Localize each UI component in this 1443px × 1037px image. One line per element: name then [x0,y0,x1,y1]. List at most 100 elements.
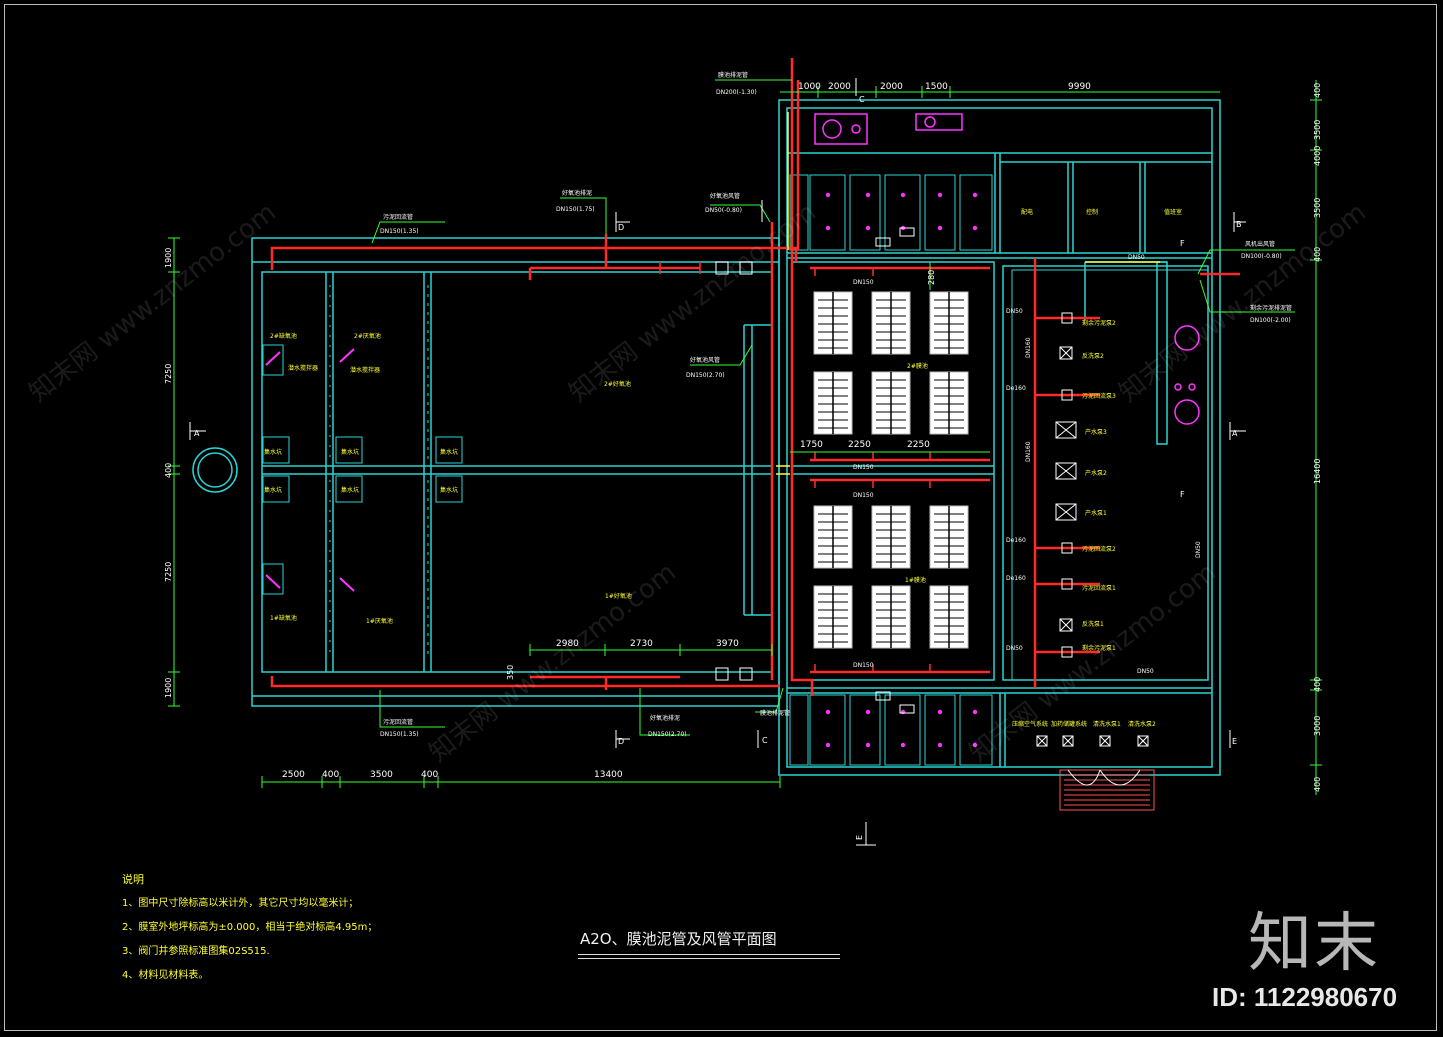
dim-left-2: 7250 [164,364,173,384]
pipe-dn50-4: DN50 [1006,645,1023,652]
pipe-dn160-1: DN160 [1025,337,1032,358]
dim-bottom-1: 2500 [282,770,305,780]
sec-a-left: A [194,429,200,438]
dim-mid-2: 2250 [848,440,871,450]
sec-c-top: C [859,95,865,104]
note-3: 3、阀门井参照标准图集02S515. [122,946,270,957]
pipe-dn50-2: DN50 [1137,668,1154,675]
brand-logo: 知末 [1248,907,1380,981]
equip-5: 产水泵2 [1085,469,1107,477]
section-marks [189,78,1246,846]
dim-bottom-3: 3500 [370,770,393,780]
pipe-dn150-4: DN150 [853,662,874,669]
dim-right-1: 400 [1313,83,1322,98]
equip-7: 污泥回流泵2 [1082,545,1116,553]
notes-heading: 说明 [122,873,144,886]
room-anoxic2: 2#缺氧池 [270,332,297,340]
valves [715,227,1073,714]
dim-top-3: 2000 [880,82,903,92]
dim-right-9: 400 [1313,777,1322,792]
pipe-label-bottom-mid: 好氧池排泥 [650,714,680,722]
room-anoxic1: 1#缺氧池 [270,614,297,622]
sec-f-1: F [1180,239,1185,248]
sec-b-right: B [1236,220,1242,229]
equip-b3: 清洗水泵1 [1093,720,1121,728]
dim-right-3: 4000 [1313,146,1322,166]
valve-well [192,447,238,493]
dim-top-2: 2000 [828,82,851,92]
drawing-frame [4,4,1437,1031]
dim-top-4: 1500 [925,82,948,92]
sump-pits [262,344,463,595]
drawing-title: A2O、膜池泥管及风管平面图 [580,930,777,948]
dim-left-5: 1900 [164,678,173,698]
ladder-markers [329,285,429,660]
pipe-label-bottom-vert: 膜池排泥管 [760,709,790,717]
pipe-label-bottom-mid-dn: DN150(2.70) [648,731,687,738]
dim-right-4: 3500 [1313,198,1322,218]
equip-10: 剩余污泥泵1 [1082,644,1116,652]
pipe-label-top-mid: 好氧池排泥 [562,189,592,197]
entrance-stairs [1059,769,1155,811]
dim-left-3: 400 [164,463,173,478]
room-anaerobic2: 2#厌氧池 [354,332,381,340]
dim-top-1: 1000 [798,82,821,92]
dim-right-7: 400 [1313,677,1322,692]
pipe-de160-2: De160 [1006,537,1026,544]
pipe-label-top-vert-dn: DN200(-1.30) [716,89,757,96]
a2o-tank-walls [251,237,780,707]
dim-low-1: 2980 [556,639,579,649]
pipe-label-right-top: 风机出风管 [1245,240,1275,248]
room-pump-3: 集水坑 [440,448,458,456]
pipe-dn50-3: DN50 [1006,308,1023,315]
dim-top-5: 9990 [1068,82,1091,92]
room-pump-6: 集水坑 [440,486,458,494]
room-r1: 配电 [1021,208,1033,216]
pipe-label-membrane: 好氧池风管 [710,192,740,200]
pipe-dn50-5: DN50 [1195,541,1202,558]
pipe-label-right-top2: 剩余污泥排泥管 [1250,304,1292,312]
equip-b1: 压缩空气系统 [1012,720,1048,728]
air-pipe [776,112,1160,475]
note-1: 1、图中尺寸除标高以米计外，其它尺寸均以毫米计； [122,898,359,909]
dim-mid-3: 2250 [907,440,930,450]
leader-lines [371,79,1295,736]
sec-c-left: C [762,736,768,745]
dim-right-8: 3000 [1313,716,1322,736]
pipe-label-bottom-left: 污泥回流管 [383,718,413,726]
pipe-label-air: 好氧池风管 [690,356,720,364]
document-id: ID: 1122980670 [1212,982,1398,1012]
equip-b4: 清洗水泵2 [1128,720,1156,728]
equip-1: 剩余污泥泵2 [1082,319,1116,327]
room-anaerobic1: 1#厌氧池 [366,617,393,625]
dim-misc-2: 350 [506,665,515,680]
pipe-dn150-1: DN150 [853,279,874,286]
pipe-label-top-left-dn: DN150(1.35) [380,228,419,235]
room-aerobic2: 2#好氧池 [604,380,631,388]
room-mixer-2: 潜水搅拌器 [350,366,380,374]
room-pump-2: 集水坑 [341,448,359,456]
equip-9: 反洗泵1 [1082,620,1104,628]
title-underline-2 [578,958,840,959]
dimension-ticks [168,86,1322,788]
drain-dots [825,192,978,748]
room-r3: 值班室 [1164,208,1182,216]
pipe-label-top-mid-dn: DN150(1.75) [556,206,595,213]
pump-equipment [1036,346,1149,747]
dim-mid-1: 1750 [800,440,823,450]
mixer-icons [265,348,355,592]
room-pump-4: 集水坑 [264,486,282,494]
membrane-building-walls [778,99,1221,776]
pipe-label-right-top2-dn: DN100(-2.00) [1250,317,1291,324]
dimension-lines [173,80,1317,795]
pipe-de160-3: De160 [1006,575,1026,582]
pipe-dn150-3: DN150 [853,492,874,499]
equip-6: 产水泵1 [1085,509,1107,517]
pipe-label-bottom-left-dn: DN150(1.35) [380,731,419,738]
room-pump-1: 集水坑 [264,448,282,456]
dim-right-2: 3500 [1313,120,1322,140]
equip-3: 污泥回流泵3 [1082,392,1116,400]
equip-8: 污泥回流泵1 [1082,584,1116,592]
dim-bottom-4: 400 [421,770,438,780]
note-4: 4、材料见材料表。 [122,970,209,981]
